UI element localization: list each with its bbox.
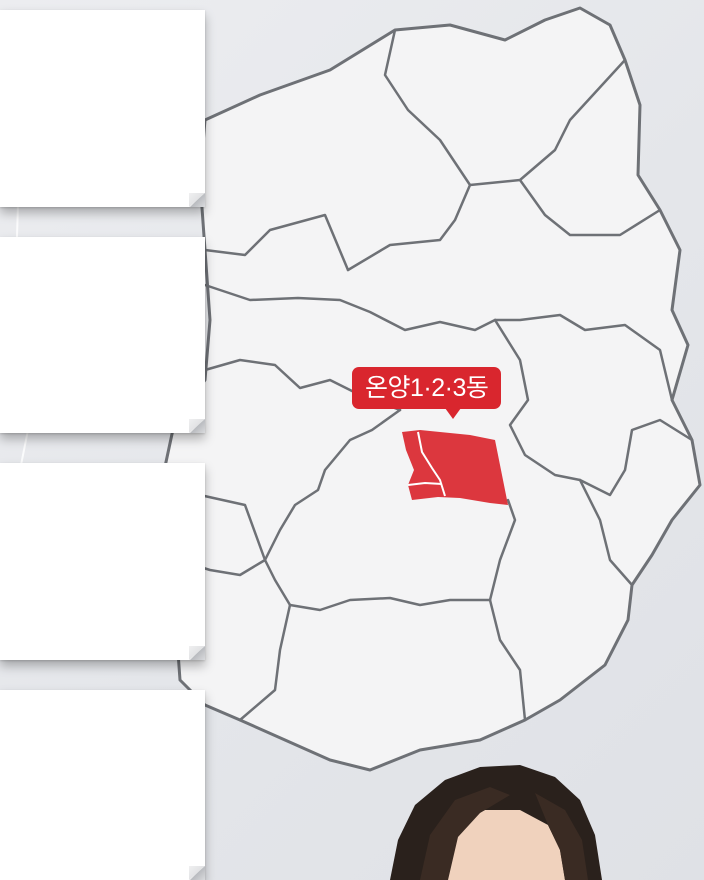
side-panel-2[interactable] <box>0 237 205 433</box>
side-panel-3[interactable] <box>0 463 205 660</box>
side-panel-1[interactable] <box>0 10 205 207</box>
callout-pointer <box>445 408 461 419</box>
district-label-callout: 온양1·2·3동 <box>352 367 502 409</box>
person-photo <box>390 765 602 880</box>
highlighted-district-shape[interactable] <box>402 430 508 505</box>
side-panel-4[interactable] <box>0 690 205 880</box>
